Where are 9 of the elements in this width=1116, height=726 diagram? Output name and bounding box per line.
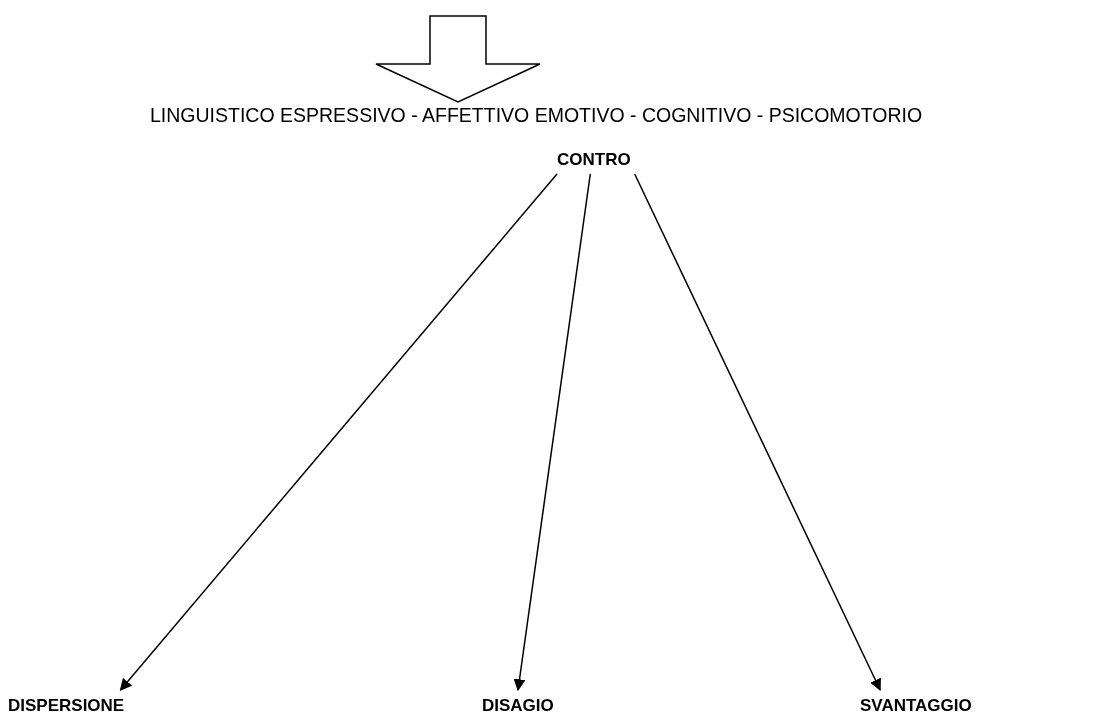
node-label: DISPERSIONE bbox=[8, 696, 125, 716]
block-arrow bbox=[375, 15, 541, 103]
node-label: SVANTAGGIO bbox=[860, 696, 972, 716]
heading-text: CONTRO bbox=[557, 150, 631, 170]
node-label: DISAGIO bbox=[482, 696, 554, 716]
arrow bbox=[119, 173, 558, 691]
arrow bbox=[513, 173, 592, 692]
category-text: LINGUISTICO ESPRESSIVO - AFFETTIVO EMOTIVO - COGNITIVO - PSICOMOTORIO bbox=[150, 104, 923, 127]
arrow bbox=[633, 173, 881, 692]
